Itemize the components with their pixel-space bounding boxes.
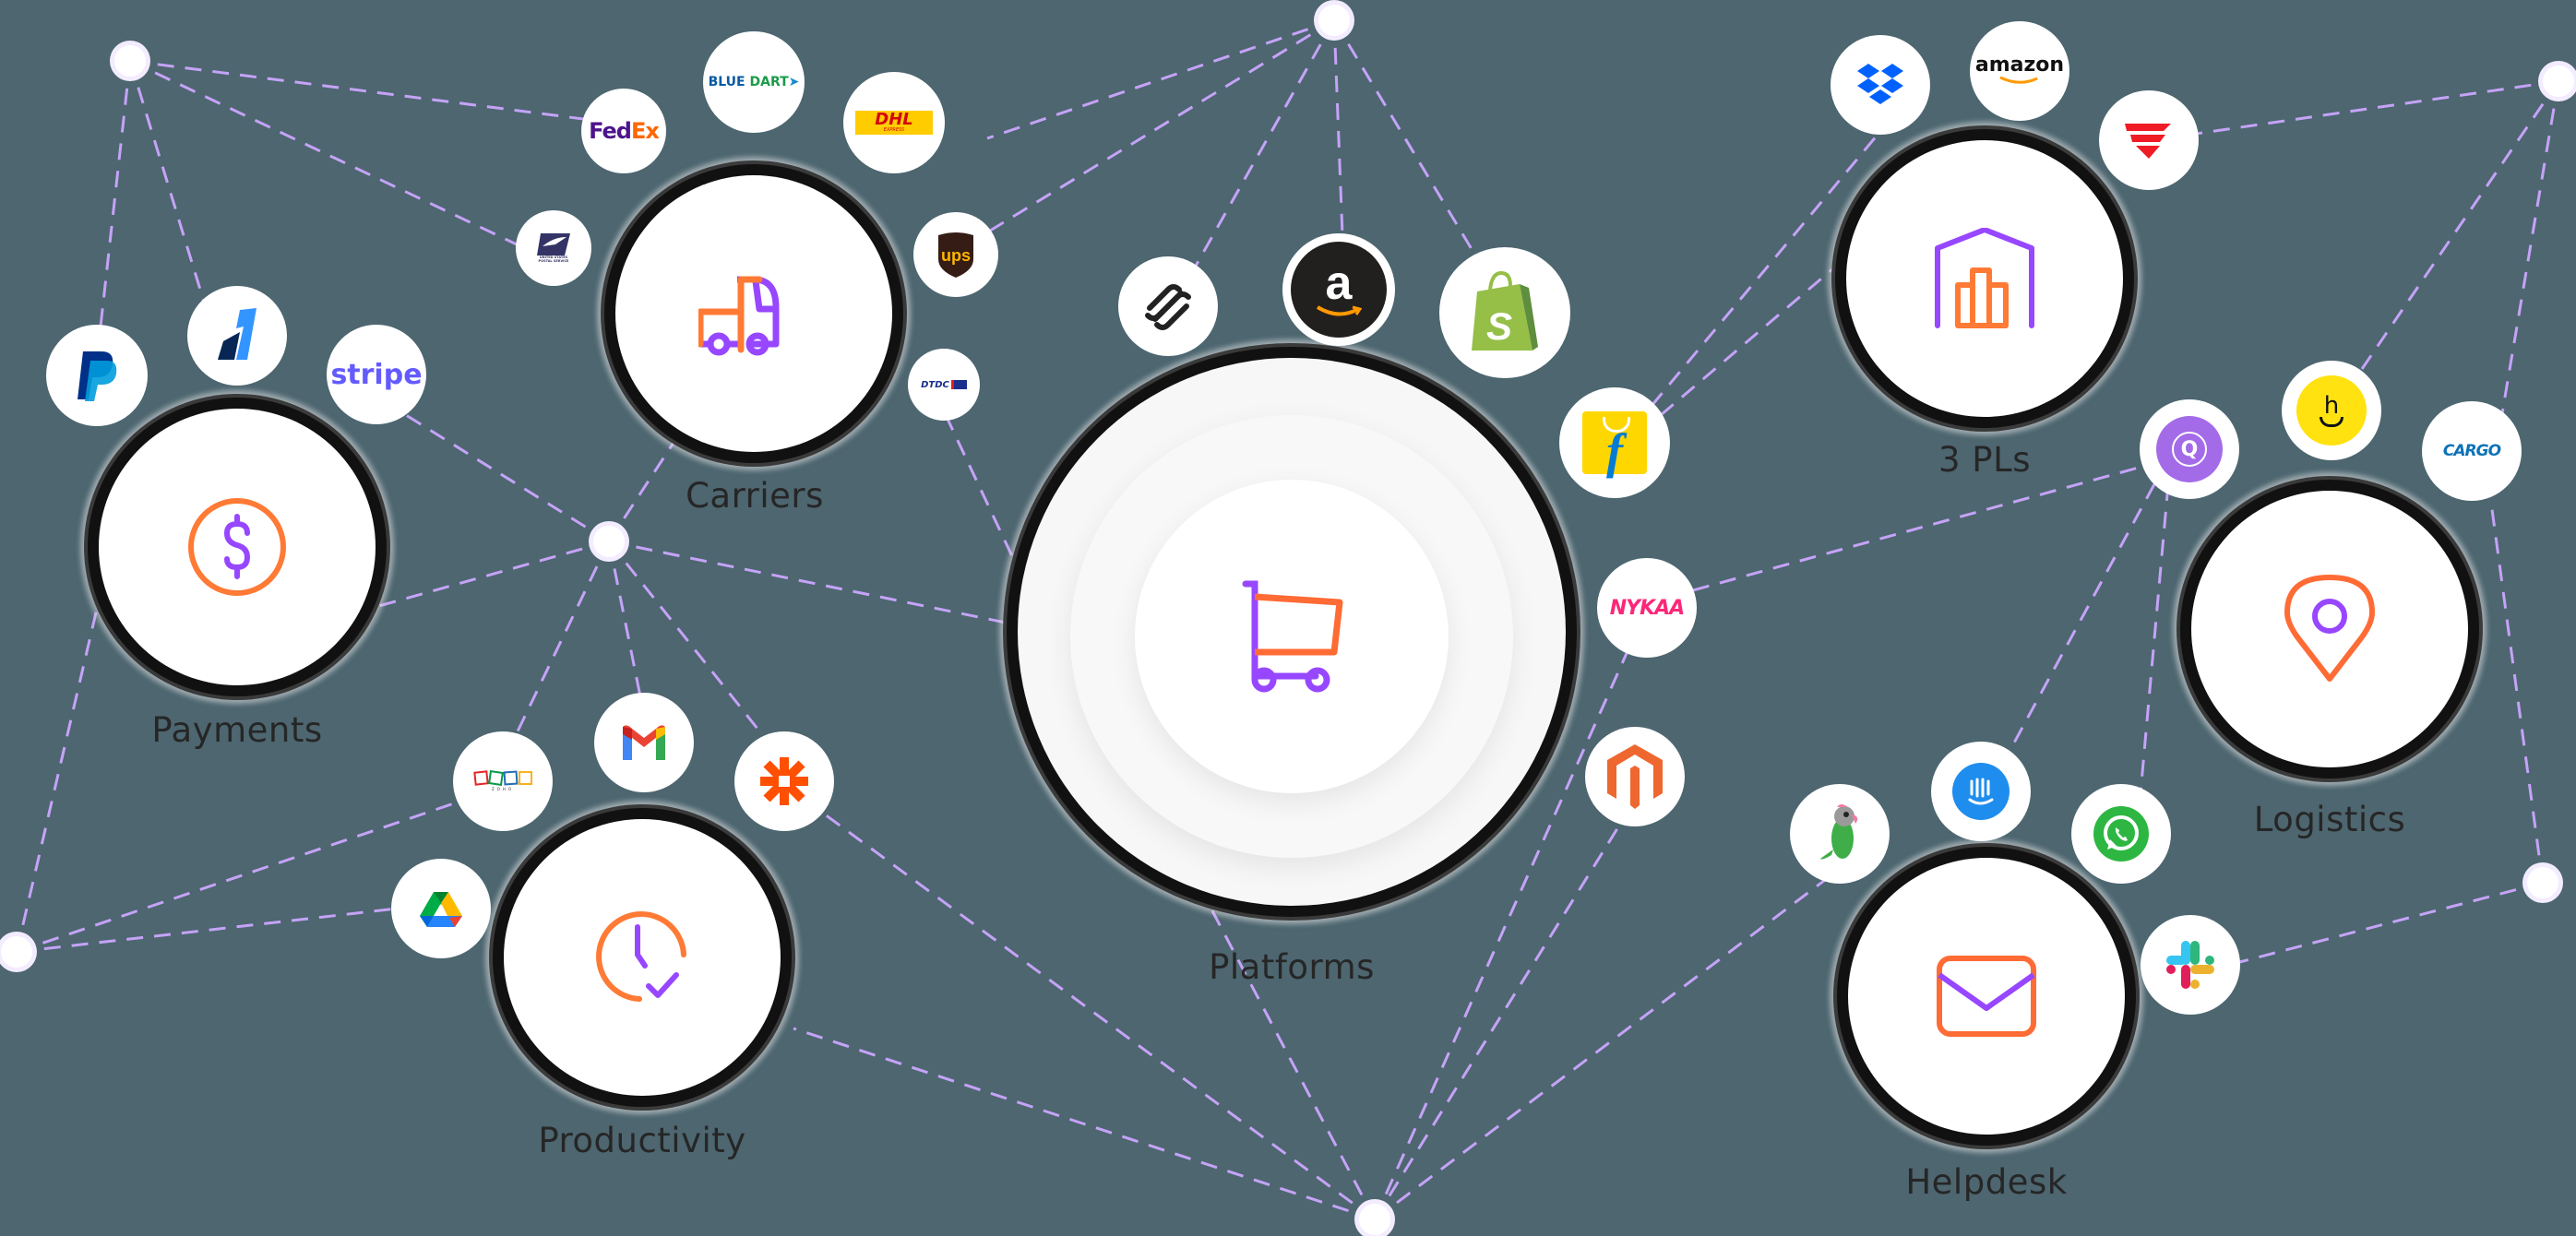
hub-label-helpdesk: Helpdesk	[1905, 1162, 2068, 1202]
logo-cargo[interactable]: CARGO	[2422, 401, 2522, 501]
logo-bluedart[interactable]: BLUE DART➤	[703, 31, 805, 133]
nykaa-wordmark: NYKAA	[1609, 596, 1685, 620]
logo-stripe[interactable]: stripe	[327, 325, 426, 424]
logo-flipkart[interactable]: f	[1559, 387, 1670, 498]
shopify-bag-icon: S	[1472, 271, 1538, 351]
amazon-smile-icon	[1999, 76, 2038, 84]
logo-qikink[interactable]: Q	[2140, 399, 2239, 499]
logo-google-drive[interactable]	[391, 859, 491, 958]
google-drive-icon	[420, 892, 462, 927]
bluedart-blue: BLUE	[708, 75, 745, 89]
hub-logistics[interactable]	[2191, 491, 2468, 767]
logo-shiprocket[interactable]	[2099, 90, 2199, 190]
parrot-icon	[1820, 804, 1858, 860]
bluedart-arrow-icon: ➤	[788, 75, 800, 89]
intercom-icon	[1968, 778, 1994, 805]
fedex-ex: Ex	[631, 118, 660, 144]
cargo-wordmark: CARGO	[2442, 442, 2501, 460]
stripe-wordmark: stripe	[330, 358, 423, 391]
warehouse-icon	[1935, 228, 2034, 328]
logo-fedex[interactable]: FedEx	[581, 89, 666, 173]
logo-amazon-3pl[interactable]: amazon	[1970, 21, 2069, 121]
logo-dhl[interactable]: DHL EXPRESS	[843, 72, 945, 173]
magento-icon	[1607, 744, 1663, 809]
logo-squarespace[interactable]	[1118, 256, 1218, 356]
gmail-icon	[623, 725, 665, 760]
hub-label-logistics: Logistics	[2253, 800, 2406, 839]
usps-wordmark: UNITED STATES POSTAL SERVICE	[538, 256, 569, 263]
logo-freshdesk[interactable]	[1790, 784, 1890, 884]
logo-amazon-platform[interactable]: a	[1282, 233, 1395, 346]
hub-carriers[interactable]	[615, 175, 892, 452]
zapier-icon	[760, 757, 808, 805]
hub-productivity[interactable]	[504, 819, 781, 1096]
ups-shield-icon: ups	[938, 232, 973, 278]
logo-gmail[interactable]	[594, 693, 694, 792]
zoho-wordmark: ZOHO	[491, 787, 515, 791]
dtdc-wordmark: DTDC	[921, 379, 949, 390]
truck-icon	[698, 276, 780, 355]
slack-icon	[2166, 941, 2214, 989]
logo-usps[interactable]: UNITED STATES POSTAL SERVICE	[516, 210, 591, 286]
usps-eagle-icon	[537, 233, 570, 256]
hub-label-productivity: Productivity	[538, 1121, 746, 1160]
network-node	[1359, 1204, 1390, 1235]
bluedart-dart: DART	[749, 75, 789, 89]
hoopla-h: h	[2323, 391, 2340, 420]
hub-label-payments: Payments	[151, 710, 323, 750]
dropbox-icon	[1857, 64, 1903, 104]
dhl-express: EXPRESS	[883, 127, 905, 133]
hub-3pls[interactable]	[1846, 140, 2123, 417]
mail-icon	[1937, 956, 2036, 1037]
zoho-squares-icon	[472, 770, 532, 786]
flipkart-f: f	[1606, 423, 1623, 479]
hub-label-3pls: 3 PLs	[1938, 440, 2032, 480]
flipkart-handle-icon	[1603, 417, 1630, 433]
logo-slack[interactable]	[2141, 915, 2240, 1015]
network-node	[593, 526, 625, 557]
amazon-a: a	[1325, 256, 1353, 310]
amazon-smile-icon	[1316, 305, 1362, 316]
squarespace-icon	[1145, 284, 1191, 330]
network-node	[1318, 5, 1350, 36]
fedex-fed: Fed	[589, 118, 632, 144]
hub-label-carriers: Carriers	[686, 476, 824, 516]
svg-text:ups: ups	[941, 246, 971, 265]
network-node	[2527, 867, 2558, 898]
shopping-cart-icon	[1242, 580, 1343, 693]
logo-ups[interactable]: ups	[913, 212, 998, 297]
logo-nykaa[interactable]: NYKAA	[1597, 558, 1697, 658]
logo-dtdc[interactable]: DTDC	[908, 349, 980, 421]
hub-helpdesk[interactable]	[1848, 858, 2125, 1135]
svg-text:S: S	[1486, 304, 1512, 348]
hub-platforms-core	[1135, 480, 1449, 793]
network-node	[114, 45, 146, 77]
hoopla-smile-icon	[2320, 416, 2343, 427]
logo-paypal[interactable]	[46, 325, 148, 426]
map-pin-icon	[2284, 575, 2375, 682]
qikink-q: Q	[2172, 432, 2207, 467]
shiprocket-icon	[2125, 124, 2171, 159]
logo-intercom[interactable]	[1931, 742, 2031, 841]
logo-zapier[interactable]	[734, 731, 834, 831]
logo-whatsapp[interactable]	[2071, 784, 2171, 884]
network-node	[2543, 65, 2574, 97]
dtdc-flag-icon	[950, 380, 967, 389]
logo-zoho[interactable]: ZOHO	[453, 731, 553, 831]
logo-magento[interactable]	[1585, 727, 1685, 826]
logo-razorpay[interactable]	[187, 286, 287, 386]
whatsapp-icon	[2093, 806, 2149, 862]
hub-payments[interactable]	[99, 409, 376, 685]
network-node	[1, 936, 32, 968]
dollar-circle-icon	[188, 498, 286, 596]
logo-shopify[interactable]: S	[1439, 247, 1570, 378]
logo-hoopla[interactable]: h	[2282, 361, 2381, 460]
paypal-icon	[78, 351, 117, 401]
clock-check-icon	[596, 911, 686, 1002]
amazon-wordmark: amazon	[1974, 53, 2065, 77]
logo-dropbox[interactable]	[1831, 35, 1930, 135]
hub-label-platforms: Platforms	[1209, 947, 1375, 987]
razorpay-icon	[218, 308, 256, 360]
dhl-wordmark: DHL	[875, 110, 913, 129]
